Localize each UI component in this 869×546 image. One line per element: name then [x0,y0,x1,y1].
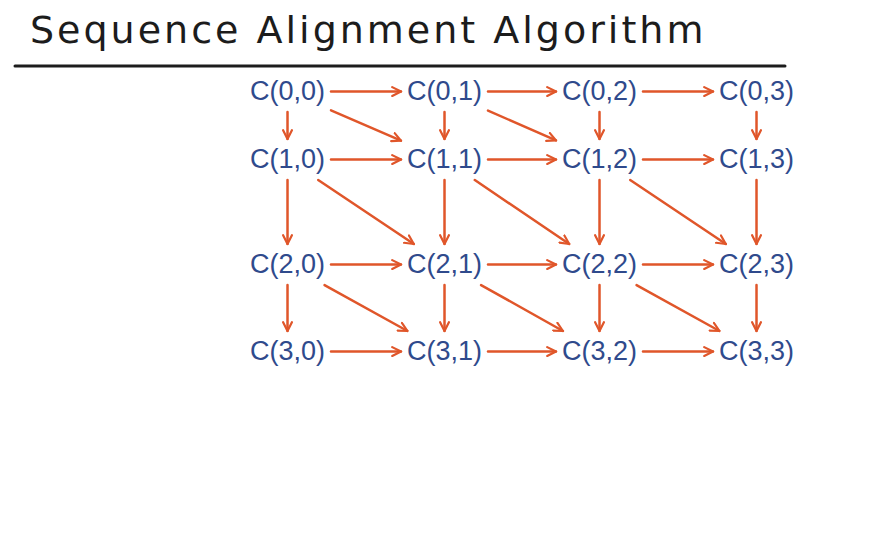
dependency-arrow [598,112,601,139]
cell-label: C(2,2) [562,249,637,280]
cell-label: C(3,2) [562,336,637,367]
matrix-cell: C(1,1) [404,142,485,177]
dependency-arrow [488,350,556,353]
cell-label: C(3,0) [250,336,325,367]
matrix-cell: C(0,3) [716,74,797,109]
dependency-arrow [286,285,289,331]
cell-label: C(2,1) [407,249,482,280]
matrix-cell: C(2,3) [716,247,797,282]
matrix-cell: C(3,3) [716,334,797,369]
cell-label: C(1,1) [407,144,482,175]
cell-label: C(2,3) [719,249,794,280]
cell-label: C(0,2) [562,76,637,107]
cell-label: C(2,0) [250,249,325,280]
dependency-arrow [325,285,408,331]
dependency-arrow [475,180,569,244]
dependency-arrow [630,180,726,244]
cell-label: C(1,0) [250,144,325,175]
matrix-cell: C(3,2) [559,334,640,369]
matrix-cell: C(3,0) [247,334,328,369]
matrix-cell: C(0,1) [404,74,485,109]
dependency-arrow [331,110,401,140]
matrix-cell: C(1,0) [247,142,328,177]
dependency-arrow [331,350,401,353]
dependency-arrow [286,180,289,244]
cell-label: C(1,3) [719,144,794,175]
dependency-arrow [643,158,713,161]
dependency-arrow [488,158,556,161]
cell-label: C(3,1) [407,336,482,367]
dependency-arrow [598,180,601,244]
dependency-arrow [488,90,556,93]
dependency-arrow [443,285,446,331]
cell-label: C(0,0) [250,76,325,107]
cell-label: C(3,3) [719,336,794,367]
dependency-arrow [755,285,758,331]
matrix-cell: C(3,1) [404,334,485,369]
dependency-arrow [443,180,446,244]
matrix-cell: C(1,3) [716,142,797,177]
dependency-arrow [331,158,401,161]
dependency-arrow [331,90,401,93]
dependency-arrow [488,263,556,266]
dependency-arrow [643,90,713,93]
dependency-arrow [331,263,401,266]
dependency-arrow [755,112,758,139]
dependency-arrow [481,285,563,331]
dependency-arrow [286,112,289,139]
dependency-arrow [643,263,713,266]
matrix-cell: C(0,0) [247,74,328,109]
matrix-cell: C(2,2) [559,247,640,282]
dependency-arrow [443,112,446,139]
cell-label: C(1,2) [562,144,637,175]
dependency-arrow [643,350,713,353]
dependency-arrow [318,180,414,244]
title-underline [15,65,785,68]
title: Sequence Alignment Algorithm [30,8,706,52]
matrix-cell: C(1,2) [559,142,640,177]
matrix-cell: C(2,0) [247,247,328,282]
matrix-cell: C(0,2) [559,74,640,109]
dependency-arrow [488,111,556,141]
dependency-arrow [755,180,758,244]
cell-label: C(0,3) [719,76,794,107]
matrix-cell: C(2,1) [404,247,485,282]
dependency-arrow [598,285,601,331]
cell-label: C(0,1) [407,76,482,107]
dependency-arrow [637,285,720,331]
